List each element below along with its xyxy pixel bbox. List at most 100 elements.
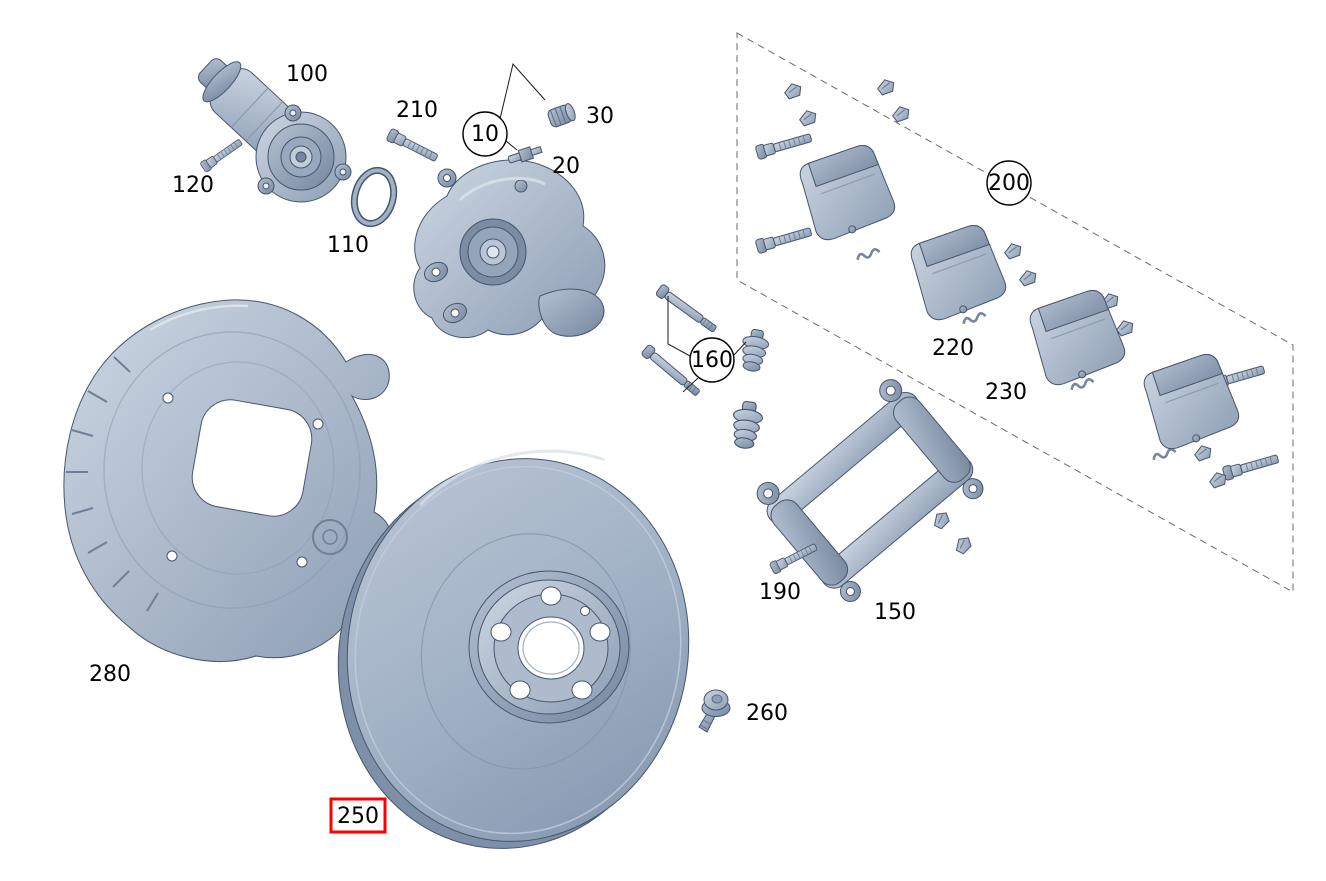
center-hole-rim — [522, 621, 580, 675]
shield-highlight — [149, 304, 249, 332]
part-bleeder-cap[interactable] — [547, 102, 578, 128]
callout-label-30[interactable]: 30 — [586, 104, 614, 129]
callout-250-selected[interactable]: 250 — [329, 797, 387, 834]
part-caliper-guide-bolt[interactable] — [385, 127, 440, 165]
part-caliper-carrier-bracket[interactable] — [750, 373, 991, 609]
callout-label-120[interactable]: 120 — [172, 173, 214, 198]
boss-hole — [763, 488, 774, 499]
guide-pin-boot — [737, 327, 772, 374]
carrier-rail — [766, 391, 920, 525]
part-bleeder-valve[interactable] — [507, 144, 543, 166]
shield-emboss-ring — [141, 361, 335, 575]
selected-part-highlight-box[interactable] — [329, 797, 387, 834]
callout-label-280[interactable]: 280 — [89, 662, 131, 687]
guide-pin — [654, 283, 720, 336]
boss-hole — [968, 484, 978, 494]
retaining-clip — [1002, 241, 1024, 261]
bleeder-boss — [514, 179, 528, 193]
callout-label-160[interactable]: 160 — [691, 348, 733, 373]
pad-kit-bolt — [754, 130, 814, 161]
cap-end — [564, 103, 576, 122]
leader-line-10b — [505, 140, 518, 151]
pad-kit-bolt — [1221, 451, 1281, 482]
caliper-highlight — [458, 176, 546, 202]
retaining-clip — [890, 104, 912, 124]
disc-bolt-holes — [490, 586, 611, 700]
carrier-arm — [770, 499, 849, 586]
callout-label-100[interactable]: 100 — [286, 62, 328, 87]
boss-hole — [845, 587, 855, 597]
o-ring — [352, 168, 396, 226]
part-parking-brake-actuator[interactable] — [187, 47, 352, 203]
callout-label-20[interactable]: 20 — [552, 154, 580, 179]
retaining-clip — [875, 77, 897, 97]
callout-label-150[interactable]: 150 — [874, 600, 916, 625]
shield-ribs — [66, 356, 159, 612]
part-o-ring-seal[interactable] — [349, 166, 400, 228]
guide-boss-hole — [443, 174, 451, 182]
part-brake-disc[interactable] — [308, 431, 719, 875]
callout-label-230[interactable]: 230 — [985, 380, 1027, 405]
housing-shaft — [295, 151, 307, 163]
pad-guide-clip — [951, 533, 975, 557]
shield-cable-scroll — [312, 519, 348, 555]
callout-160[interactable]: 160 — [689, 337, 735, 383]
brake-pad — [796, 141, 899, 244]
disc-center-hole — [517, 616, 585, 680]
set-screw-hole — [580, 606, 590, 616]
brake-pad — [907, 221, 1010, 324]
actuator-screw — [199, 136, 245, 174]
shield-emboss-ring — [103, 331, 361, 609]
part-brake-pad-set[interactable] — [754, 77, 1281, 490]
boss-hole — [885, 385, 896, 396]
callout-label-10[interactable]: 10 — [471, 122, 499, 147]
caliper-mount-ear — [423, 261, 449, 283]
disc-band-inner-edge — [420, 533, 631, 770]
part-disc-retaining-screw[interactable] — [698, 689, 731, 733]
callout-circle-160[interactable] — [689, 337, 735, 383]
retaining-clip — [797, 108, 819, 128]
part-brake-caliper[interactable] — [413, 159, 606, 339]
pad-spring — [854, 247, 882, 262]
callout-label-200[interactable]: 200 — [988, 171, 1030, 196]
leader-line-160a — [667, 296, 691, 357]
shield-cable-scroll-inner — [322, 529, 338, 545]
caliper-mount-ear — [442, 302, 468, 324]
lobe-hole — [262, 182, 270, 190]
caliper-piston-center — [486, 245, 500, 259]
disc-chamfer-line — [354, 465, 682, 835]
callout-label-110[interactable]: 110 — [327, 233, 369, 258]
callout-10[interactable]: 10 — [462, 111, 508, 157]
part-brake-splash-shield[interactable] — [63, 299, 393, 662]
lobe-hole — [289, 109, 297, 117]
pad-spring — [1150, 447, 1178, 462]
disc-shine — [418, 449, 606, 507]
callout-label-260[interactable]: 260 — [746, 701, 788, 726]
retaining-clip — [1017, 268, 1039, 288]
guide-pin-boot — [728, 399, 765, 451]
screw-drive — [711, 694, 723, 704]
callout-label-210[interactable]: 210 — [396, 98, 438, 123]
pad-guide-clip — [929, 508, 953, 532]
callout-circle-10[interactable] — [462, 111, 508, 157]
retaining-clip — [1192, 443, 1214, 463]
caliper-guide-bolt — [385, 127, 440, 165]
callout-circle-200[interactable] — [986, 160, 1032, 206]
callout-label-250[interactable]: 250 — [337, 804, 379, 829]
bleeder-stem — [530, 145, 543, 157]
callout-label-190[interactable]: 190 — [759, 580, 801, 605]
actuator-end-cap — [202, 61, 242, 103]
callout-label-220[interactable]: 220 — [932, 336, 974, 361]
shield-center-hole — [191, 399, 313, 517]
leader-line-160b — [682, 377, 699, 393]
pad-kit-bolt — [754, 224, 814, 255]
pad-kit-group-box — [736, 32, 1294, 593]
caliper-finger-arm — [538, 288, 605, 337]
leader-line-10 — [499, 62, 546, 120]
leader-line-160c — [733, 341, 747, 356]
brake-pad — [1140, 350, 1243, 453]
callout-200[interactable]: 200 — [986, 160, 1032, 206]
part-actuator-screw[interactable] — [199, 136, 245, 174]
retaining-clip — [782, 81, 804, 101]
pad-spring — [960, 311, 988, 326]
